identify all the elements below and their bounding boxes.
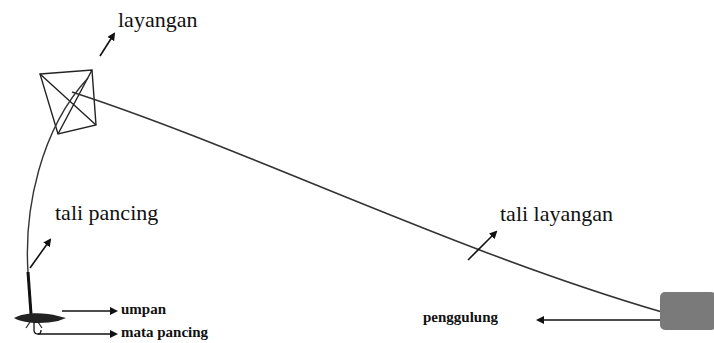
- bait: [14, 313, 66, 328]
- part-label: tali pancing: [55, 201, 158, 225]
- part-label: umpan: [121, 301, 166, 318]
- part-label: mata pancing: [121, 324, 208, 341]
- reel: [660, 292, 714, 330]
- leader-lines: [30, 34, 660, 334]
- kite-string: [72, 92, 662, 312]
- part-label: tali layangan: [500, 202, 613, 226]
- hook: [34, 322, 41, 334]
- fishing-line: [27, 78, 88, 272]
- kite: [40, 70, 96, 134]
- part-label: layangan: [118, 8, 197, 32]
- part-label: penggulung: [423, 309, 498, 326]
- fishing-line-lower: [28, 272, 31, 314]
